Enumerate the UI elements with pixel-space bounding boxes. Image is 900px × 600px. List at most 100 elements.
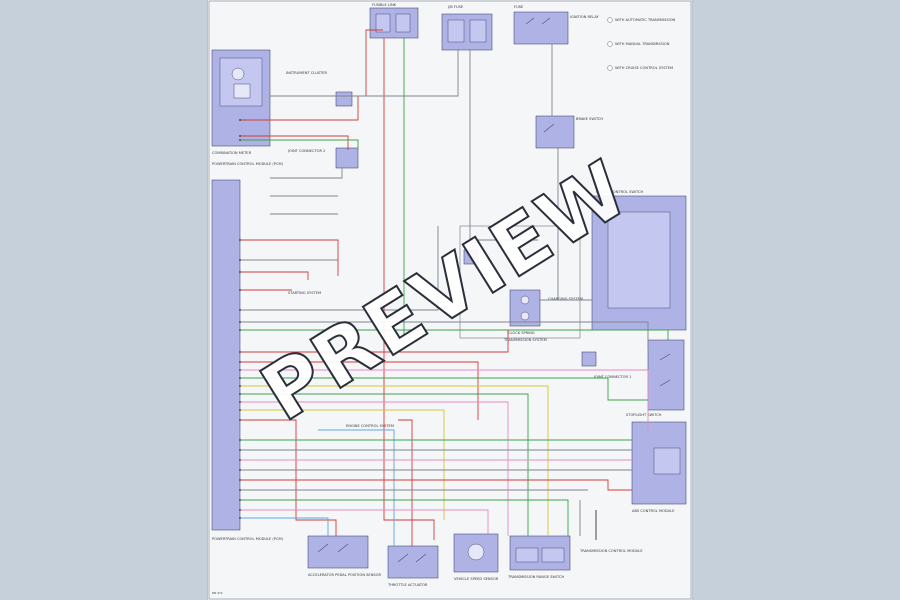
- terminal-dot-27: [239, 517, 241, 519]
- terminal-dot-21: [239, 459, 241, 461]
- terminal-dot-25: [239, 499, 241, 501]
- stoplight-switch-label: STOPLIGHT SWITCH: [626, 413, 662, 417]
- wire-40: [240, 517, 329, 536]
- joint-connector-2-label: JOINT CONNECTOR 2: [287, 149, 325, 153]
- wire-1: [240, 135, 349, 150]
- cross-ref-engine-control: ENGINE CONTROL SYSTEM: [346, 424, 394, 428]
- wire-29: [240, 419, 337, 536]
- wire-5: [270, 50, 459, 97]
- fuse-box-1-label: FUSIBLE LINK: [372, 3, 397, 7]
- wire-16: [240, 271, 309, 280]
- wire-19: [240, 321, 649, 350]
- clock-spring-box: [509, 289, 541, 327]
- wire-36: [240, 479, 632, 491]
- terminal-dot-7: [239, 309, 241, 311]
- pcm-top-label: POWERTRAIN CONTROL MODULE (PCM): [212, 162, 284, 166]
- note-1: WITH AUTOMATIC TRANSMISSION: [615, 18, 676, 22]
- wire-18: [240, 226, 439, 311]
- fuse-box-1: [369, 7, 419, 39]
- terminal-dot-13: [239, 377, 241, 379]
- wire-30: [318, 429, 395, 546]
- wire-20: [240, 329, 669, 340]
- note-3: WITH CRUISE CONTROL SYSTEM: [615, 66, 673, 70]
- wire-31: [398, 419, 413, 546]
- terminal-dot-15: [239, 393, 241, 395]
- wire-21: [240, 330, 509, 353]
- wire-2: [240, 139, 359, 150]
- pcm-bottom-label: POWERTRAIN CONTROL MODULE (PCM): [212, 537, 284, 541]
- joint-connector-a: [335, 91, 353, 107]
- terminal-dot-18: [239, 419, 241, 421]
- terminal-dot-20: [239, 449, 241, 451]
- terminal-dot-8: [239, 321, 241, 323]
- clock-spring-label: CLOCK SPRING: [508, 331, 535, 335]
- terminal-dot-0: [239, 119, 241, 121]
- note-marker-1: [607, 17, 613, 23]
- note-marker-2: [607, 41, 613, 47]
- terminal-dot-9: [239, 329, 241, 331]
- terminal-dot-12: [239, 369, 241, 371]
- wire-14: [240, 239, 339, 276]
- vehicle-speed-label: VEHICLE SPEED SENSOR: [454, 577, 499, 581]
- terminal-dot-17: [239, 409, 241, 411]
- terminal-dot-11: [239, 361, 241, 363]
- terminal-dot-4: [239, 259, 241, 261]
- instrument-cluster-label: INSTRUMENT CLUSTER: [286, 71, 327, 75]
- wiring-diagram: FUSIBLE LINK J/B FUSE FUSE IGNITION RELA…: [208, 0, 692, 600]
- transmission-range-label: TRANSMISSION RANGE SWITCH: [507, 575, 565, 579]
- fuse-box-3-label: FUSE: [514, 5, 524, 9]
- note-2: WITH MANUAL TRANSMISSION: [615, 42, 670, 46]
- cross-ref-starting: STARTING SYSTEM: [288, 291, 321, 295]
- terminal-dot-16: [239, 401, 241, 403]
- terminal-dot-19: [239, 439, 241, 441]
- accel-sensor-box: [307, 535, 369, 569]
- joint-connector-1-label: JOINT CONNECTOR 1: [593, 375, 631, 379]
- wire-27: [240, 401, 509, 536]
- terminal-dot-10: [239, 351, 241, 353]
- pcm-block: [211, 179, 241, 531]
- ignition-relay-label: IGNITION RELAY: [570, 15, 600, 19]
- wire-layer: [239, 29, 669, 546]
- terminal-dot-22: [239, 469, 241, 471]
- cross-ref-charging: CHARGING SYSTEM: [548, 297, 583, 301]
- terminal-dot-24: [239, 489, 241, 491]
- terminal-dot-1: [239, 135, 241, 137]
- page-id: MR 974: [212, 591, 223, 595]
- stoplight-switch-box: [647, 339, 685, 411]
- joint-connector-1-box: [581, 351, 597, 367]
- ignition-relay-box: [513, 11, 569, 45]
- terminal-dot-2: [239, 139, 241, 141]
- tcm-label: TRANSMISSION CONTROL MODULE: [579, 549, 643, 553]
- wire-38: [240, 499, 569, 536]
- accel-sensor-label: ACCELERATOR PEDAL POSITION SENSOR: [308, 573, 381, 577]
- terminal-dot-23: [239, 479, 241, 481]
- wire-25: [240, 385, 549, 536]
- brake-switch-box: [535, 115, 575, 149]
- combination-meter-label: COMBINATION METER: [212, 151, 252, 155]
- wire-24: [240, 377, 648, 401]
- diagram-sheet: FUSIBLE LINK J/B FUSE FUSE IGNITION RELA…: [208, 0, 692, 600]
- fuse-box-2-label: J/B FUSE: [447, 5, 464, 9]
- cruise-switch-label: CRUISE CONTROL SWITCH: [596, 190, 643, 194]
- note-marker-3: [607, 65, 613, 71]
- wire-23: [240, 369, 649, 430]
- terminal-dot-3: [239, 239, 241, 241]
- wire-4: [383, 38, 435, 540]
- throttle-actuator-box: [387, 545, 439, 579]
- clock-spring-frame: [459, 225, 581, 339]
- cross-ref-transmission: TRANSMISSION SYSTEM: [503, 338, 547, 342]
- wire-9: [540, 196, 559, 301]
- sheet-frame: [208, 0, 692, 600]
- combination-meter-box: [211, 49, 271, 147]
- abs-module-label: ABS CONTROL MODULE: [632, 509, 675, 513]
- fuse-box-2: [441, 13, 493, 51]
- joint-connector-small: [463, 249, 479, 265]
- terminal-dot-14: [239, 385, 241, 387]
- wire-22: [240, 361, 479, 420]
- wire-28: [240, 409, 445, 520]
- wire-26: [240, 393, 529, 536]
- joint-connector-2-box: [335, 147, 359, 169]
- transmission-range-box: [509, 535, 571, 571]
- wire-11: [270, 168, 343, 179]
- wire-39: [240, 509, 489, 534]
